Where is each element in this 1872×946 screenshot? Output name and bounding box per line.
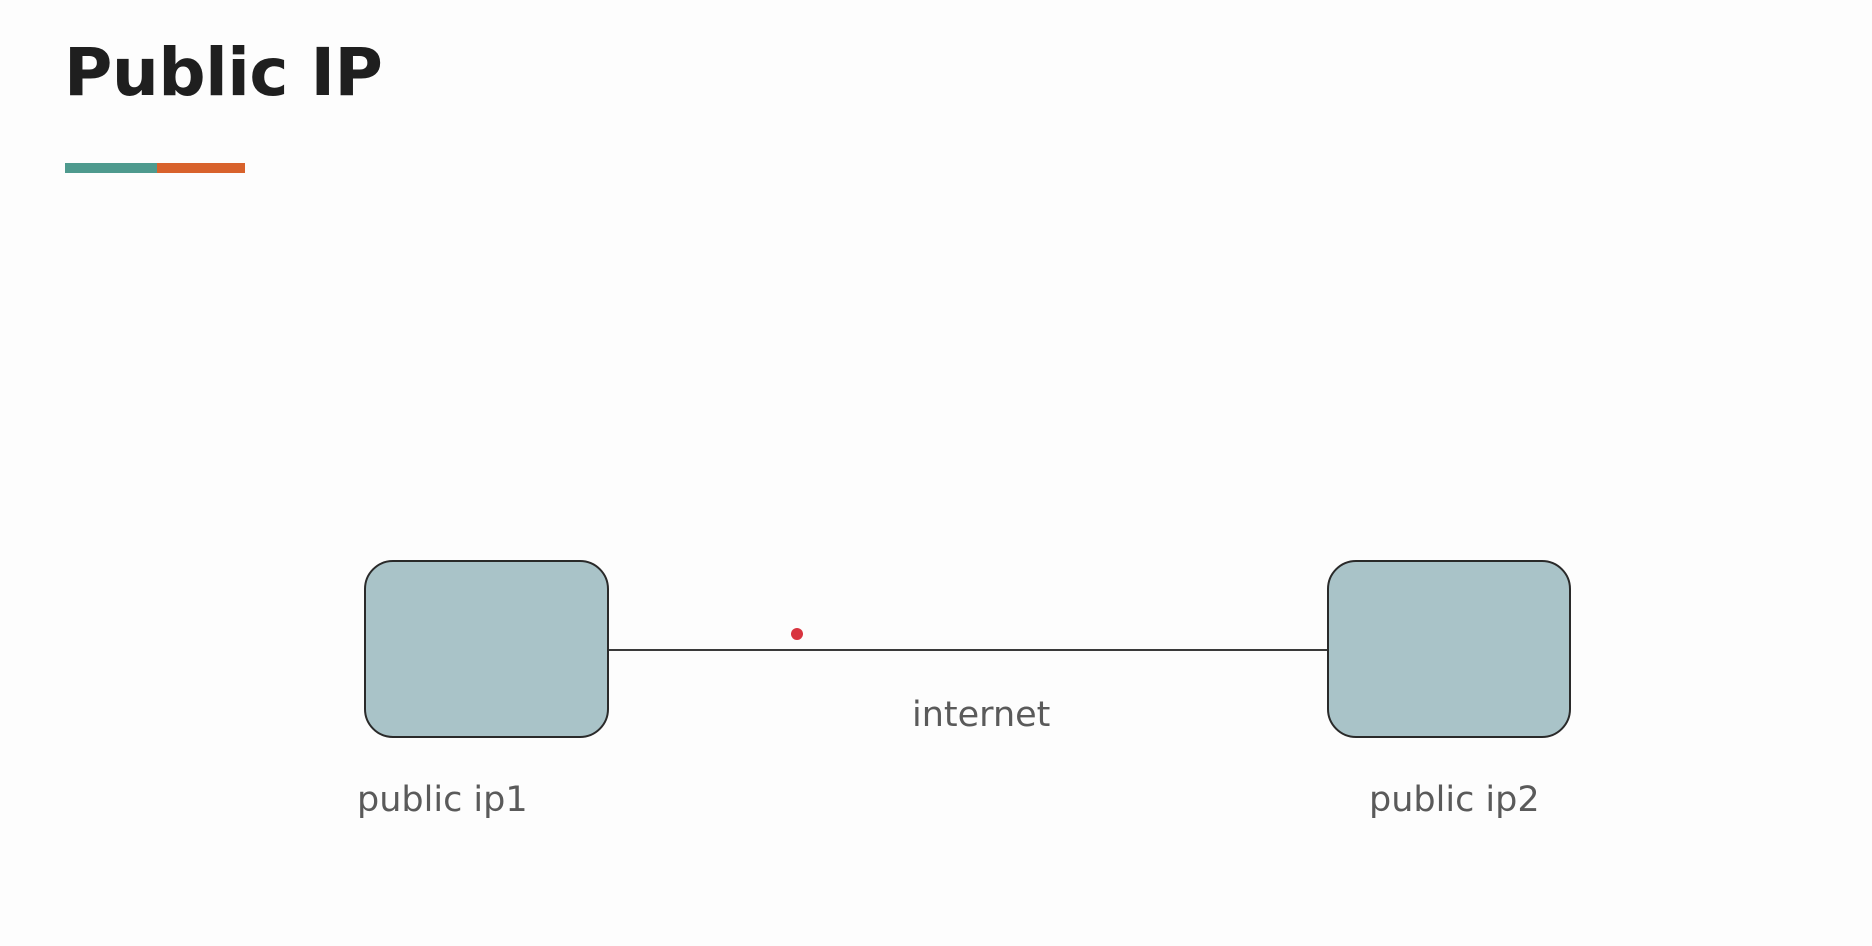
node-public-ip2 xyxy=(1327,560,1571,738)
node-label-public-ip2: public ip2 xyxy=(1369,780,1540,820)
title-accent-bar xyxy=(65,163,245,173)
slide-title: Public IP xyxy=(64,34,383,111)
node-public-ip1 xyxy=(364,560,609,738)
accent-segment-orange xyxy=(157,163,245,173)
node-label-public-ip1: public ip1 xyxy=(357,780,528,820)
link-label-internet: internet xyxy=(912,695,1051,735)
accent-segment-teal xyxy=(65,163,157,173)
laser-pointer-dot xyxy=(791,628,803,640)
